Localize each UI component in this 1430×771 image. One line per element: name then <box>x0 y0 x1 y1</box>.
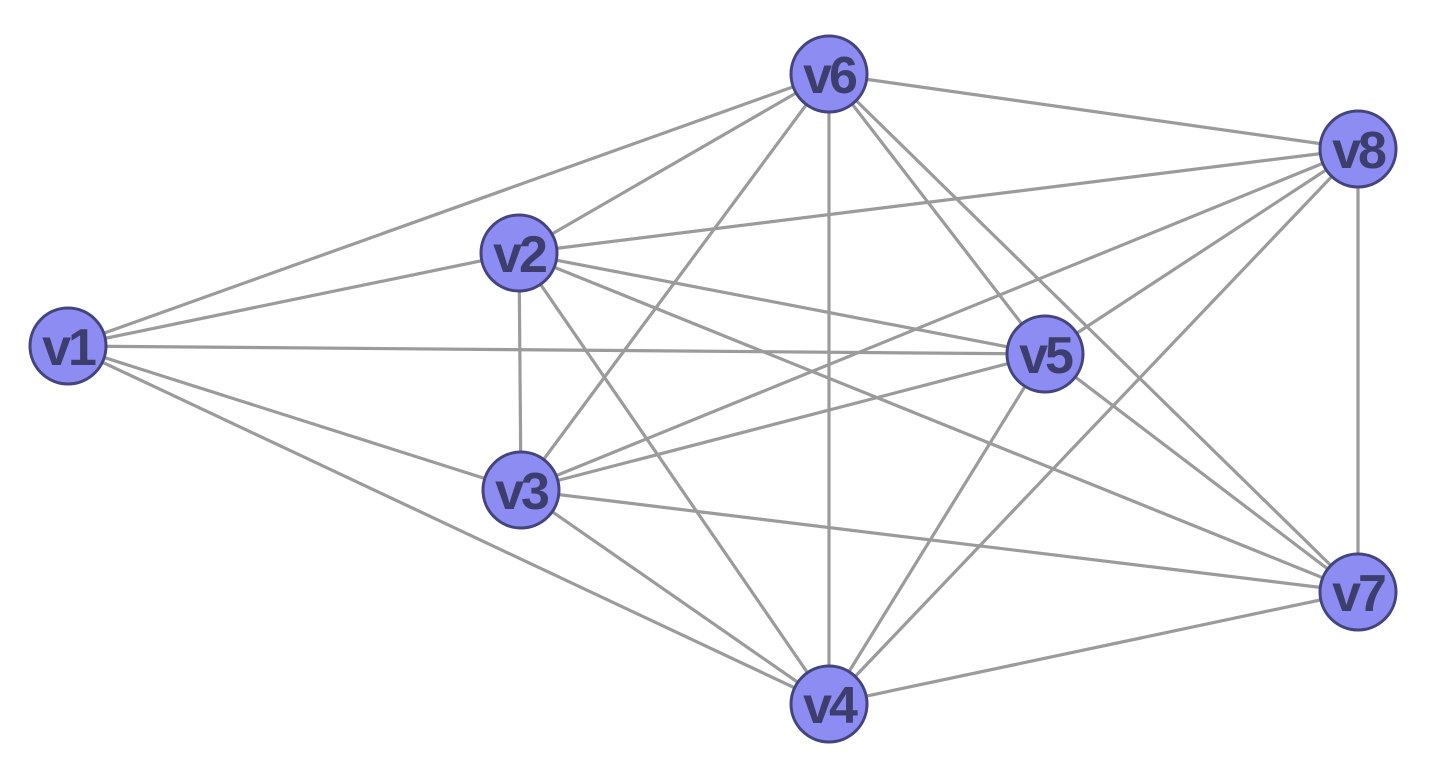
node-label-v6: v6 <box>803 47 857 105</box>
edge-v1-v3 <box>67 344 522 492</box>
node-label-v4: v4 <box>803 677 858 735</box>
edge-v2-v3 <box>517 252 523 491</box>
edges-layer <box>67 72 1360 706</box>
node-label-v3: v3 <box>495 463 549 521</box>
node-v7: v7 <box>1318 552 1398 632</box>
edge-v6-v7 <box>827 72 1360 594</box>
edge-v4-v8 <box>827 147 1360 706</box>
node-label-v5: v5 <box>1019 327 1073 385</box>
node-circle-v6 <box>789 34 869 114</box>
edge-v2-v7 <box>518 251 1359 594</box>
node-label-v7: v7 <box>1332 565 1385 623</box>
edge-v1-v5 <box>67 344 1046 356</box>
node-circle-v3 <box>481 450 561 530</box>
edge-v1-v6 <box>67 72 830 348</box>
node-circle-v8 <box>1318 109 1398 189</box>
edge-v5-v8 <box>1044 147 1359 356</box>
edge-v1-v4 <box>67 344 830 706</box>
edge-v4-v7 <box>828 590 1359 706</box>
nodes-layer: v1 v2 v3 v4 v5 v6 v7 v8 <box>28 34 1398 744</box>
edge-v6-v8 <box>828 72 1359 151</box>
node-label-v1: v1 <box>42 319 96 377</box>
node-label-v2: v2 <box>493 226 546 284</box>
node-label-v8: v8 <box>1332 122 1386 180</box>
edge-v2-v8 <box>518 147 1359 255</box>
node-circle-v4 <box>789 664 869 744</box>
node-v6: v6 <box>789 34 869 114</box>
edge-v1-v2 <box>67 251 520 348</box>
node-v2: v2 <box>479 213 559 293</box>
node-circle-v2 <box>479 213 559 293</box>
node-v5: v5 <box>1005 314 1085 394</box>
node-circle-v5 <box>1005 314 1085 394</box>
edge-v3-v8 <box>520 147 1359 492</box>
edge-v3-v5 <box>520 352 1046 492</box>
node-v1: v1 <box>28 306 108 386</box>
edge-v4-v5 <box>827 353 1047 705</box>
node-v3: v3 <box>481 450 561 530</box>
edge-v3-v7 <box>520 488 1359 594</box>
node-v8: v8 <box>1318 109 1398 189</box>
edge-v3-v6 <box>519 73 831 491</box>
edge-v2-v4 <box>517 252 831 705</box>
edge-v2-v6 <box>518 72 830 255</box>
edge-v5-v7 <box>1044 352 1359 594</box>
node-v4: v4 <box>789 664 869 744</box>
node-circle-v7 <box>1318 552 1398 632</box>
edge-v2-v5 <box>518 251 1046 356</box>
node-circle-v1 <box>28 306 108 386</box>
edge-v3-v4 <box>520 488 830 706</box>
edge-v5-v6 <box>827 73 1047 355</box>
